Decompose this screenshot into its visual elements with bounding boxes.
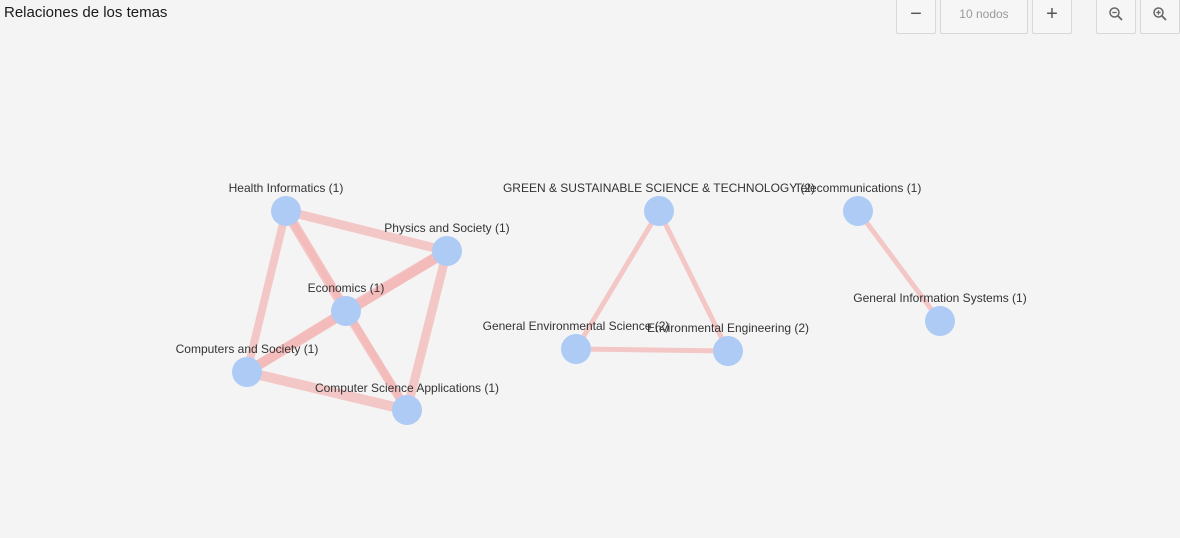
- node-circle[interactable]: [432, 236, 462, 266]
- node-label: General Environmental Science (2): [483, 319, 670, 333]
- node-circle[interactable]: [843, 196, 873, 226]
- node-label: Telecommunications (1): [795, 181, 922, 195]
- graph-edge-economics-computers: [242, 306, 351, 377]
- graph-edge-telecom-geninfo: [855, 208, 943, 324]
- nodes-layer: Health Informatics (1) Physics and Societ…: [176, 181, 1027, 425]
- zoom-out-icon: [1109, 7, 1123, 21]
- graph-node-enveng[interactable]: Environmental Engineering (2): [647, 321, 809, 366]
- node-label: Economics (1): [308, 281, 385, 295]
- graph-node-economics[interactable]: Economics (1): [308, 281, 385, 326]
- graph-edge-physics-csapps: [402, 246, 452, 415]
- node-circle[interactable]: [331, 296, 361, 326]
- graph-node-computers[interactable]: Computers and Society (1): [176, 342, 319, 387]
- graph-node-csapps[interactable]: Computer Science Applications (1): [315, 381, 499, 425]
- node-circle[interactable]: [644, 196, 674, 226]
- graph-node-telecom[interactable]: Telecommunications (1): [795, 181, 922, 226]
- graph-edge-green-genenv: [573, 208, 662, 352]
- node-circle[interactable]: [925, 306, 955, 336]
- node-count-label: 10 nodos: [959, 7, 1009, 21]
- node-label: Computer Science Applications (1): [315, 381, 499, 395]
- node-label: General Information Systems (1): [853, 291, 1026, 305]
- node-label: Computers and Society (1): [176, 342, 319, 356]
- node-circle[interactable]: [713, 336, 743, 366]
- node-circle[interactable]: [561, 334, 591, 364]
- graph-edge-genenv-enveng: [573, 346, 731, 354]
- graph-edge-computers-csapps: [242, 367, 412, 415]
- node-label: GREEN & SUSTAINABLE SCIENCE & TECHNOLOGY…: [503, 181, 815, 195]
- graph-edge-economics-csapps: [341, 306, 412, 415]
- page-title: Relaciones de los temas: [4, 4, 168, 21]
- graph-edge-health-physics: [281, 206, 452, 256]
- minus-icon: −: [910, 2, 922, 25]
- node-circle[interactable]: [271, 196, 301, 226]
- node-circle[interactable]: [232, 357, 262, 387]
- decrease-nodes-button[interactable]: −: [896, 0, 936, 34]
- graph-node-physics[interactable]: Physics and Society (1): [384, 221, 510, 266]
- graph-edge-health-computers: [243, 207, 290, 376]
- graph-toolbar: − 10 nodos +: [0, 0, 1180, 36]
- zoom-out-button[interactable]: [1096, 0, 1136, 34]
- node-label: Environmental Engineering (2): [647, 321, 809, 335]
- node-label: Health Informatics (1): [229, 181, 344, 195]
- node-label: Physics and Society (1): [384, 221, 509, 235]
- graph-node-genenv[interactable]: General Environmental Science (2): [483, 319, 670, 364]
- graph-node-geninfo[interactable]: General Information Systems (1): [853, 291, 1027, 336]
- increase-nodes-button[interactable]: +: [1032, 0, 1072, 34]
- graph-node-green[interactable]: GREEN & SUSTAINABLE SCIENCE & TECHNOLOGY…: [503, 181, 815, 226]
- node-count-display: 10 nodos: [940, 0, 1028, 34]
- node-circle[interactable]: [392, 395, 422, 425]
- graph-edge-green-enveng: [656, 208, 731, 354]
- plus-icon: +: [1046, 2, 1058, 25]
- graph-node-health[interactable]: Health Informatics (1): [229, 181, 344, 226]
- zoom-in-icon: [1153, 7, 1167, 21]
